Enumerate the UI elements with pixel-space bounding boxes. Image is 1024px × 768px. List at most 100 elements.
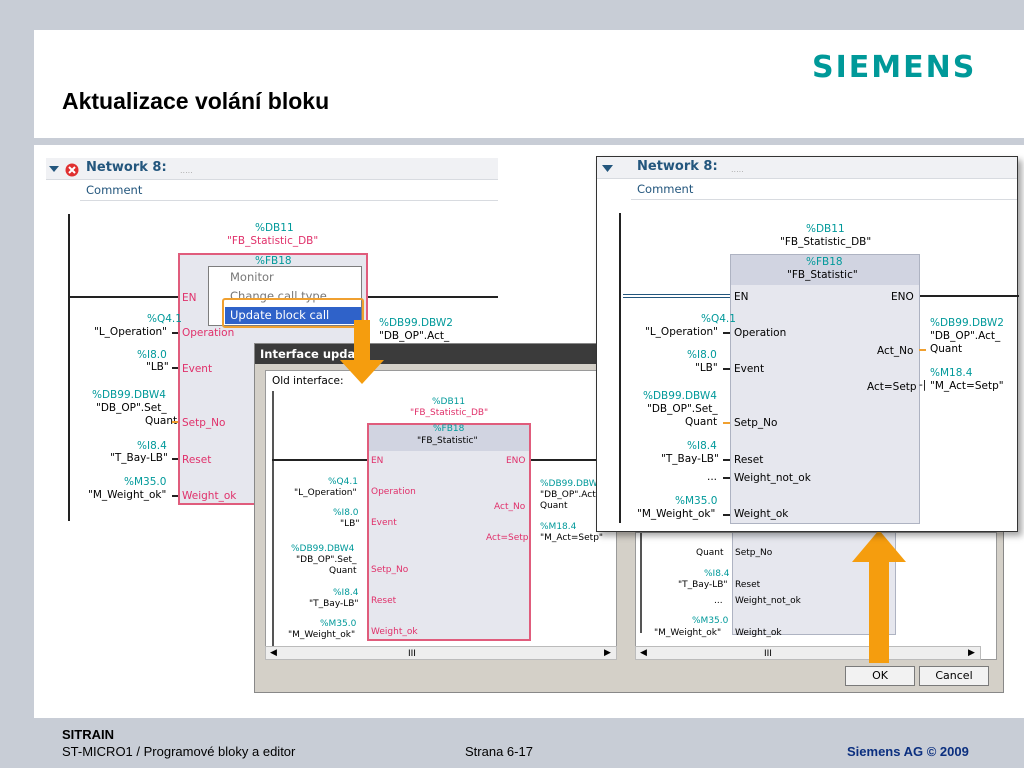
network-title: Network 8: (86, 160, 167, 175)
menu-item-monitor[interactable]: Monitor (230, 270, 274, 284)
pin-reset: Reset (735, 580, 761, 590)
db-address: %DB11 (255, 222, 294, 234)
pin-weight-ok: Weight_ok (371, 627, 418, 637)
input-addr: %Q4.1 (147, 313, 182, 325)
output-addr: %M18.4 (930, 367, 973, 379)
pin-operation: Operation (182, 327, 235, 339)
input-symbol: "LB" (146, 361, 169, 373)
scroll-left-icon[interactable]: ◀ (270, 648, 277, 658)
input-symbol: "M_Weight_ok" (88, 489, 167, 501)
fb-address: %FB18 (806, 256, 843, 268)
pin-operation: Operation (734, 327, 787, 339)
input-addr: %DB99.DBW4 (291, 544, 355, 554)
arrow-down-icon (340, 320, 384, 384)
input-addr: %I8.4 (687, 440, 717, 452)
pin-setp-no: Setp_No (371, 565, 409, 575)
input-symbol: "L_Operation" (94, 326, 168, 338)
scroll-right-icon[interactable]: ▶ (604, 648, 611, 658)
input-addr: %I8.4 (137, 440, 167, 452)
output-addr: %DB99.DBW2 (379, 317, 453, 329)
pin-setp-no: Setp_No (735, 548, 773, 558)
network-header[interactable] (597, 157, 1017, 179)
pin-weight-ok: Weight_ok (734, 508, 789, 520)
context-menu: Monitor Change call type Update block ca… (208, 266, 362, 326)
output-symbol-2: Quant (930, 343, 963, 355)
footer-course: ST-MICRO1 / Programové bloky a editor (62, 744, 296, 759)
scroll-thumb[interactable]: III (764, 649, 772, 659)
comment-label: Comment (86, 183, 143, 197)
input-symbol: ... (707, 471, 718, 483)
footer-copyright: Siemens AG © 2009 (847, 744, 969, 759)
fb-address: %FB18 (433, 424, 465, 434)
rung-wire-selected (623, 294, 730, 298)
input-symbol: "M_Weight_ok" (288, 630, 356, 640)
comment-field[interactable] (80, 181, 498, 201)
input-addr: %I8.0 (333, 508, 359, 518)
output-symbol: "M_Act=Setp" (930, 380, 1004, 392)
old-function-block: %FB18 "FB_Statistic" EN ENO Operation Ac… (367, 423, 531, 641)
arrow-up-icon (852, 530, 906, 663)
pin-reset: Reset (734, 454, 764, 466)
output-addr: %M18.4 (540, 522, 577, 532)
fb-name: "FB_Statistic" (417, 436, 478, 446)
power-rail (68, 214, 70, 521)
input-addr: %DB99.DBW4 (643, 390, 717, 402)
input-addr: %M35.0 (675, 495, 718, 507)
input-symbol: "T_Bay-LB" (309, 599, 359, 609)
collapse-icon[interactable] (48, 163, 86, 177)
pin-act-setp: Act=Setp (486, 533, 529, 543)
scroll-left-icon[interactable]: ◀ (640, 648, 647, 658)
pin-reset: Reset (182, 454, 212, 466)
slide-header (34, 30, 1024, 138)
input-symbol: "LB" (340, 519, 360, 529)
old-interface-label: Old interface: (272, 375, 344, 387)
ok-button[interactable]: OK (845, 666, 915, 686)
cancel-button[interactable]: Cancel (919, 666, 989, 686)
output-symbol: "DB_OP".Act (540, 490, 596, 500)
input-symbol: "T_Bay-LB" (110, 452, 168, 464)
input-symbol: "T_Bay-LB" (661, 453, 719, 465)
input-symbol-2: Quant (145, 415, 178, 427)
db-address: %DB11 (432, 397, 466, 407)
footer-page: Strana 6-17 (465, 744, 533, 759)
pin-weight-not-ok: Weight_not_ok (734, 472, 811, 484)
menu-item-update-block-call[interactable]: Update block call (225, 307, 361, 324)
horizontal-scrollbar[interactable]: ◀ III ▶ (635, 646, 981, 660)
collapse-icon[interactable] (601, 163, 615, 175)
scroll-right-icon[interactable]: ▶ (968, 648, 975, 658)
pin-setp-no: Setp_No (734, 417, 778, 429)
input-symbol: "M_Weight_ok" (637, 508, 716, 520)
pin-en: EN (182, 292, 197, 304)
pin-event: Event (182, 363, 213, 375)
input-symbol: "DB_OP".Set_ (296, 555, 357, 565)
input-addr: %I8.4 (333, 588, 359, 598)
input-addr: %I8.0 (687, 349, 717, 361)
network-title-dots: ..... (180, 166, 193, 175)
comment-field[interactable] (631, 180, 1017, 200)
pin-setp-no: Setp_No (182, 417, 226, 429)
pin-reset: Reset (371, 596, 397, 606)
input-symbol: "T_Bay-LB" (678, 580, 728, 590)
db-name: "FB_Statistic_DB" (780, 236, 872, 248)
network-title-dots: ..... (731, 165, 744, 174)
input-symbol: Quant (696, 548, 724, 558)
output-symbol: "M_Act=Setp" (540, 533, 604, 543)
pin-eno: ENO (891, 291, 914, 303)
network-header[interactable] (46, 158, 498, 180)
function-block[interactable]: %FB18 "FB_Statistic" EN ENO Operation Ac… (730, 254, 920, 524)
input-symbol: "LB" (695, 362, 718, 374)
scroll-thumb[interactable]: III (408, 649, 416, 659)
pin-eno: ENO (506, 456, 526, 466)
highlight-frame (222, 298, 364, 328)
power-rail (619, 213, 621, 523)
footer-sitrain: SITRAIN (62, 727, 114, 742)
db-address: %DB11 (806, 223, 845, 235)
pin-act-no: Act_No (877, 345, 914, 357)
horizontal-scrollbar[interactable]: ◀ III ▶ (265, 646, 617, 660)
comment-label: Comment (637, 182, 694, 196)
input-symbol: ... (714, 596, 723, 606)
pin-weight-ok: Weight_ok (735, 628, 782, 638)
network-title: Network 8: (637, 159, 718, 174)
input-addr: %Q4.1 (701, 313, 736, 325)
output-wire-icon: -| (919, 379, 927, 391)
